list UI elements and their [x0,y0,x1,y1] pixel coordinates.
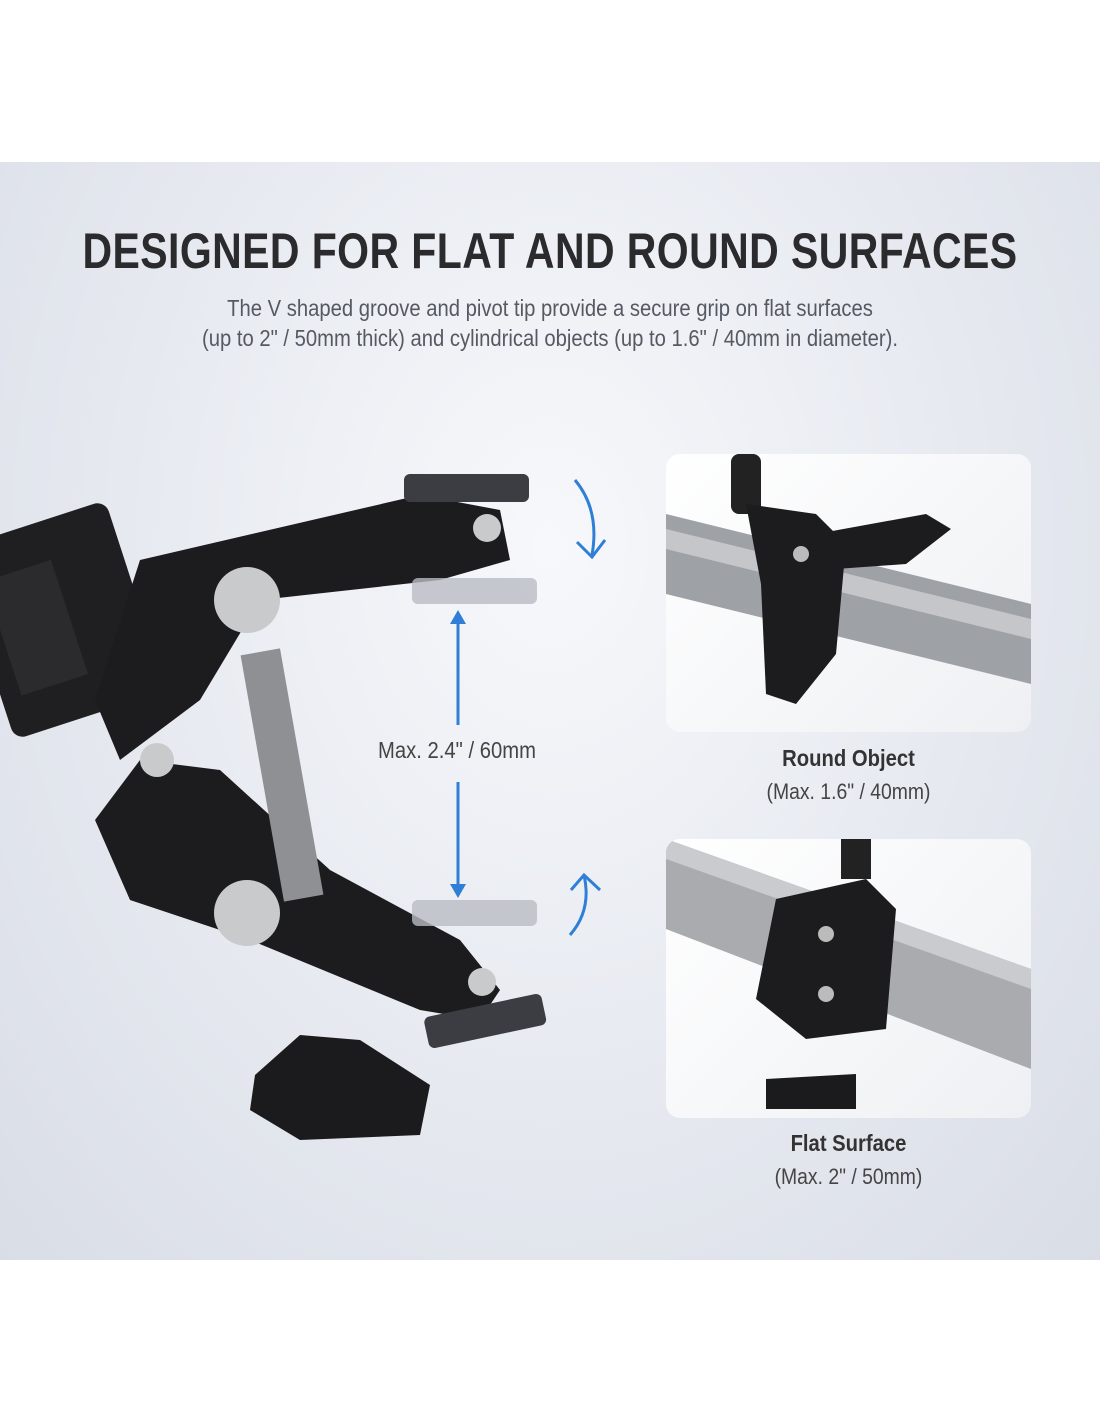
arrow-up-icon [568,874,588,936]
flat-surface-spec: (Max. 2" / 50mm) [774,1164,923,1189]
flat-surface-photo [666,839,1031,1118]
round-object-spec: (Max. 1.6" / 40mm) [766,779,931,804]
arrow-down-icon [573,479,596,556]
round-object-photo [666,454,1031,732]
page-title: DESIGNED FOR FLAT AND ROUND SURFACES [82,223,1018,279]
max-opening-label: Max. 2.4" / 60mm [378,737,536,763]
clamp-illustration [0,474,607,1140]
flat-surface-title: Flat Surface [790,1130,907,1156]
round-object-title: Round Object [782,745,915,771]
subtitle-line-2: (up to 2" / 50mm thick) and cylindrical … [201,325,899,351]
subtitle-line-1: The V shaped groove and pivot tip provid… [227,295,873,321]
round-object-caption: Round Object (Max. 1.6" / 40mm) [666,744,1031,805]
flat-surface-caption: Flat Surface (Max. 2" / 50mm) [666,1129,1031,1190]
